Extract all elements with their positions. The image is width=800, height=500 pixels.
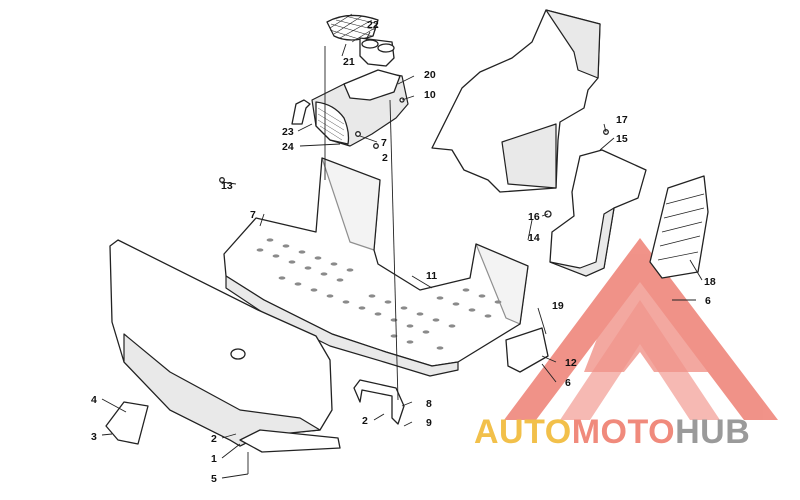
callout-7-top: 7 xyxy=(381,137,387,149)
part-8-bracket xyxy=(353,379,405,425)
callout-20: 20 xyxy=(424,69,436,81)
watermark-logo-text: AUTOMOTOHUB xyxy=(474,415,750,449)
part-3-plate xyxy=(105,401,149,445)
callout-8: 8 xyxy=(426,398,432,410)
watermark-hub: HUB xyxy=(675,413,751,451)
callout-2-top: 2 xyxy=(382,152,388,164)
callout-11: 11 xyxy=(426,270,437,282)
floor-tread-holes xyxy=(256,238,502,350)
part-1-front-panel xyxy=(109,239,341,453)
part-12-bracket xyxy=(505,327,549,373)
part-15-side-panel xyxy=(549,149,647,277)
callout-21: 21 xyxy=(343,56,355,68)
part-23-rail xyxy=(291,99,311,125)
part-14-fender xyxy=(431,9,601,193)
watermark-auto: AUTO xyxy=(474,413,572,451)
callout-7-mid: 7 xyxy=(250,209,256,221)
callout-4: 4 xyxy=(91,394,97,406)
callout-6-center: 6 xyxy=(565,377,571,389)
part-21-grille xyxy=(326,13,379,43)
callout-24: 24 xyxy=(282,141,294,153)
callout-3: 3 xyxy=(91,431,97,443)
callout-16: 16 xyxy=(528,211,540,223)
callout-labels: 22 21 20 10 7 2 23 24 13 7 11 17 15 16 1… xyxy=(91,19,716,485)
leader-lines xyxy=(101,31,703,479)
callout-10: 10 xyxy=(424,89,436,101)
callout-9: 9 xyxy=(426,417,432,429)
callout-5: 5 xyxy=(211,473,217,485)
callout-6-right: 6 xyxy=(705,295,711,307)
part-11-floorboard xyxy=(223,157,529,377)
callout-12: 12 xyxy=(565,357,577,369)
part-20-console xyxy=(311,69,409,147)
callout-2-center: 2 xyxy=(362,415,368,427)
callout-19: 19 xyxy=(552,300,564,312)
callout-17: 17 xyxy=(616,114,628,126)
callout-14: 14 xyxy=(528,232,540,244)
callout-15: 15 xyxy=(616,133,628,145)
callout-23: 23 xyxy=(282,126,294,138)
watermark-triangle-logo xyxy=(504,238,778,420)
callout-2-bottom: 2 xyxy=(211,433,217,445)
callout-1: 1 xyxy=(211,453,217,465)
part-22-cup-holder xyxy=(359,37,395,67)
callout-22: 22 xyxy=(367,19,379,31)
callout-18: 18 xyxy=(704,276,716,288)
watermark-moto: MOTO xyxy=(571,413,676,451)
part-18-screen xyxy=(649,175,709,279)
callout-13: 13 xyxy=(221,180,233,192)
